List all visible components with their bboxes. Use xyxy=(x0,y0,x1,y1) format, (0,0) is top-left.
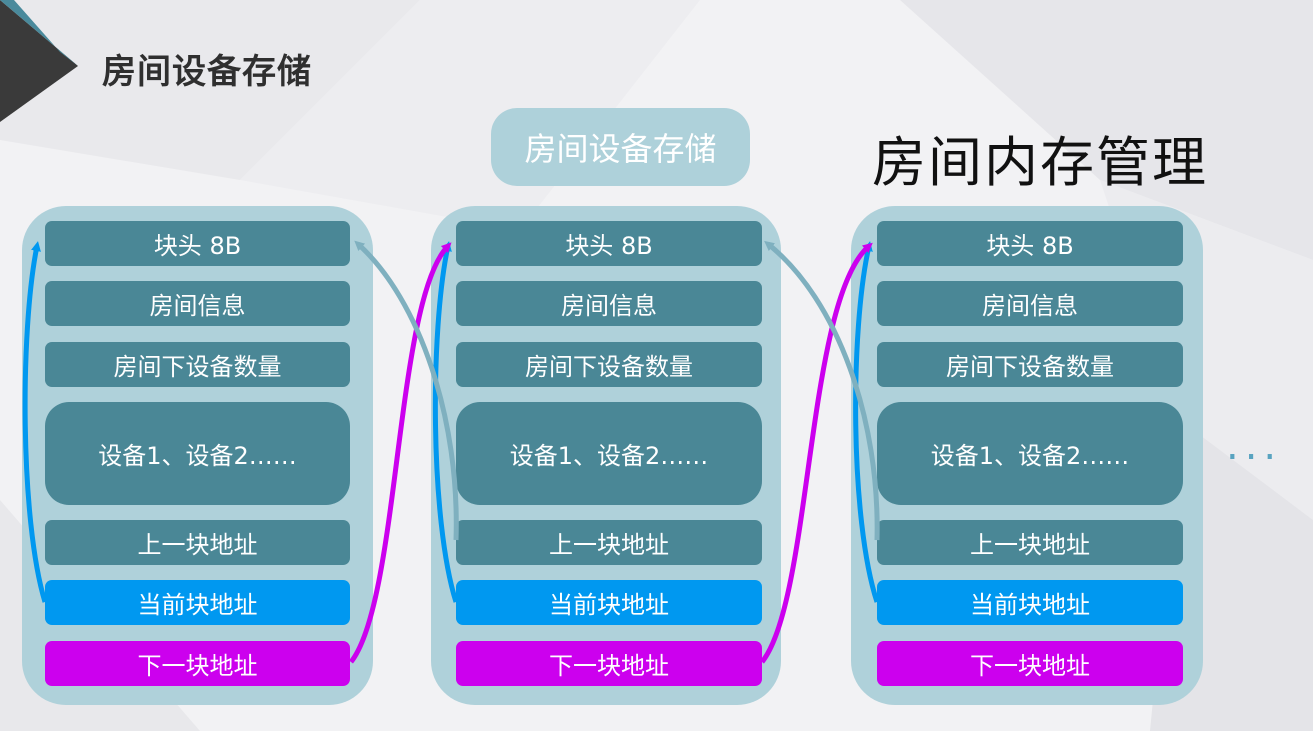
corner-triangle-teal xyxy=(0,0,78,66)
next-pointer-arrow-2 xyxy=(760,242,873,664)
next-pointer-arrow-1 xyxy=(349,242,452,664)
previous-pointer-arrow-1 xyxy=(354,240,459,541)
device-count: 房间下设备数量 xyxy=(456,342,762,387)
device-list: 设备1、设备2…… xyxy=(877,402,1183,505)
current-pointer-arrow-2 xyxy=(432,241,459,603)
current-block-address: 当前块地址 xyxy=(456,580,762,625)
block-header: 块头 8B xyxy=(45,221,350,266)
current-pointer-arrow-3 xyxy=(853,241,880,603)
corner-triangle-dark xyxy=(0,0,78,122)
block-header: 块头 8B xyxy=(456,221,762,266)
previous-pointer-arrow-2 xyxy=(764,240,880,541)
more-blocks-ellipsis: ... xyxy=(1226,423,1283,469)
next-block-address: 下一块地址 xyxy=(877,641,1183,686)
device-list: 设备1、设备2…… xyxy=(456,402,762,505)
memory-block-column-2: 块头 8B 房间信息 房间下设备数量 设备1、设备2…… 上一块地址 当前块地址… xyxy=(431,206,781,705)
previous-block-address: 上一块地址 xyxy=(456,520,762,565)
section-pill: 房间设备存储 xyxy=(491,108,750,186)
next-block-address: 下一块地址 xyxy=(456,641,762,686)
next-block-address: 下一块地址 xyxy=(45,641,350,686)
room-info: 房间信息 xyxy=(45,281,350,326)
previous-block-address: 上一块地址 xyxy=(877,520,1183,565)
room-info: 房间信息 xyxy=(877,281,1183,326)
current-block-address: 当前块地址 xyxy=(45,580,350,625)
current-block-address: 当前块地址 xyxy=(877,580,1183,625)
room-info: 房间信息 xyxy=(456,281,762,326)
device-count: 房间下设备数量 xyxy=(877,342,1183,387)
memory-block-column-3: 块头 8B 房间信息 房间下设备数量 设备1、设备2…… 上一块地址 当前块地址… xyxy=(851,206,1203,705)
device-count: 房间下设备数量 xyxy=(45,342,350,387)
memory-block-column-1: 块头 8B 房间信息 房间下设备数量 设备1、设备2…… 上一块地址 当前块地址… xyxy=(22,206,373,705)
memory-management-title: 房间内存管理 xyxy=(872,131,1208,194)
block-header: 块头 8B xyxy=(877,221,1183,266)
slide-title: 房间设备存储 xyxy=(102,52,312,92)
previous-block-address: 上一块地址 xyxy=(45,520,350,565)
current-pointer-arrow-1 xyxy=(22,241,48,603)
device-list: 设备1、设备2…… xyxy=(45,402,350,505)
